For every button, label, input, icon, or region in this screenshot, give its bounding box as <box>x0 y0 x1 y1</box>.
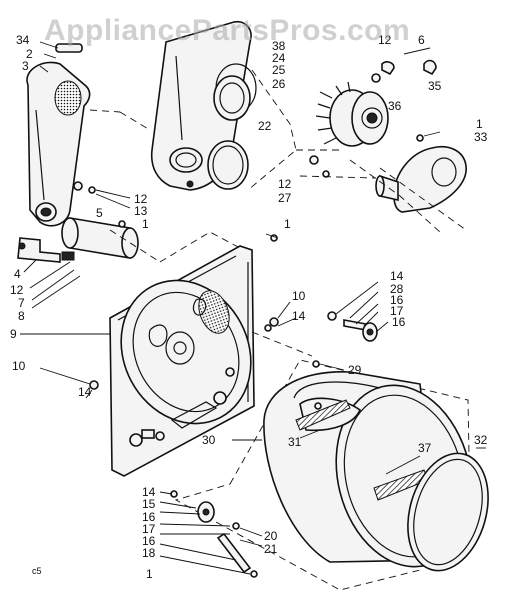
callout-1-left: 1 <box>142 217 149 231</box>
callout-20: 20 <box>264 529 278 543</box>
callout-14-upper-right: 14 <box>390 269 404 283</box>
screws-12-13 <box>73 181 131 228</box>
corner-mark: c5 <box>32 566 42 576</box>
clips-top-right <box>309 47 441 178</box>
drum-support-roller <box>327 281 389 342</box>
callout-7: 7 <box>18 296 25 310</box>
callout-8: 8 <box>18 309 25 323</box>
exhaust-tube <box>17 217 139 309</box>
callout-12-left: 12 <box>134 192 148 206</box>
callout-15: 15 <box>142 497 156 511</box>
callout-1-top-right: 1 <box>476 117 483 131</box>
callout-38: 38 <box>272 39 286 53</box>
callout-14-left: 14 <box>78 385 92 399</box>
callout-2: 2 <box>26 47 33 61</box>
callout-21: 21 <box>264 542 278 556</box>
callout-35: 35 <box>428 79 442 93</box>
callout-10-right: 10 <box>292 289 306 303</box>
callout-4: 4 <box>14 267 21 281</box>
callout-34: 34 <box>16 33 30 47</box>
callout-32: 32 <box>474 433 488 447</box>
callout-18: 18 <box>142 546 156 560</box>
blower-fan <box>315 81 389 147</box>
callout-27: 27 <box>278 191 292 205</box>
callout-labels: 34 2 3 38 24 25 26 22 12 6 36 35 1 33 12… <box>10 33 488 581</box>
callout-9: 9 <box>10 327 17 341</box>
blower-housing <box>375 146 467 213</box>
callout-14-bottom: 14 <box>142 485 156 499</box>
callout-28: 28 <box>390 282 404 296</box>
callout-12-mid: 12 <box>278 177 292 191</box>
callout-1-bottom: 1 <box>146 567 153 581</box>
callout-26: 26 <box>272 77 286 91</box>
callout-29: 29 <box>348 363 362 377</box>
callout-16-upper-right: 16 <box>390 293 404 307</box>
callout-37: 37 <box>418 441 432 455</box>
rear-duct-housing <box>150 20 257 191</box>
callout-31: 31 <box>288 435 302 449</box>
callout-25: 25 <box>272 63 286 77</box>
callout-16-bottom: 16 <box>142 510 156 524</box>
callout-17-upper-right: 17 <box>390 304 404 318</box>
assembly-guide-lines-upper <box>89 69 467 263</box>
front-bulkhead <box>109 245 255 477</box>
callout-10-left: 10 <box>12 359 26 373</box>
lower-roller-assembly <box>159 490 263 578</box>
dryer-drum <box>174 359 473 591</box>
callout-36: 36 <box>388 99 402 113</box>
callout-12-top-right: 12 <box>378 33 392 47</box>
callout-16-bottom-2: 16 <box>142 534 156 548</box>
callout-33: 33 <box>474 130 488 144</box>
callout-6: 6 <box>418 33 425 47</box>
callout-24: 24 <box>272 51 286 65</box>
callout-16-right: 16 <box>392 315 406 329</box>
callout-1-center: 1 <box>284 217 291 231</box>
drum-felt-seal <box>407 447 489 572</box>
callout-3: 3 <box>22 59 29 73</box>
callout-30: 30 <box>202 433 216 447</box>
left-bulkhead-fasteners <box>20 233 313 399</box>
callout-14-right: 14 <box>292 309 306 323</box>
callout-17-bottom: 17 <box>142 522 156 536</box>
lint-duct-assembly <box>26 41 91 227</box>
callout-5: 5 <box>96 206 103 220</box>
callout-13: 13 <box>134 204 148 218</box>
callout-12-lower-left: 12 <box>10 283 24 297</box>
callout-22: 22 <box>258 119 272 133</box>
watermark: AppliancePartsPros.com <box>44 14 411 47</box>
